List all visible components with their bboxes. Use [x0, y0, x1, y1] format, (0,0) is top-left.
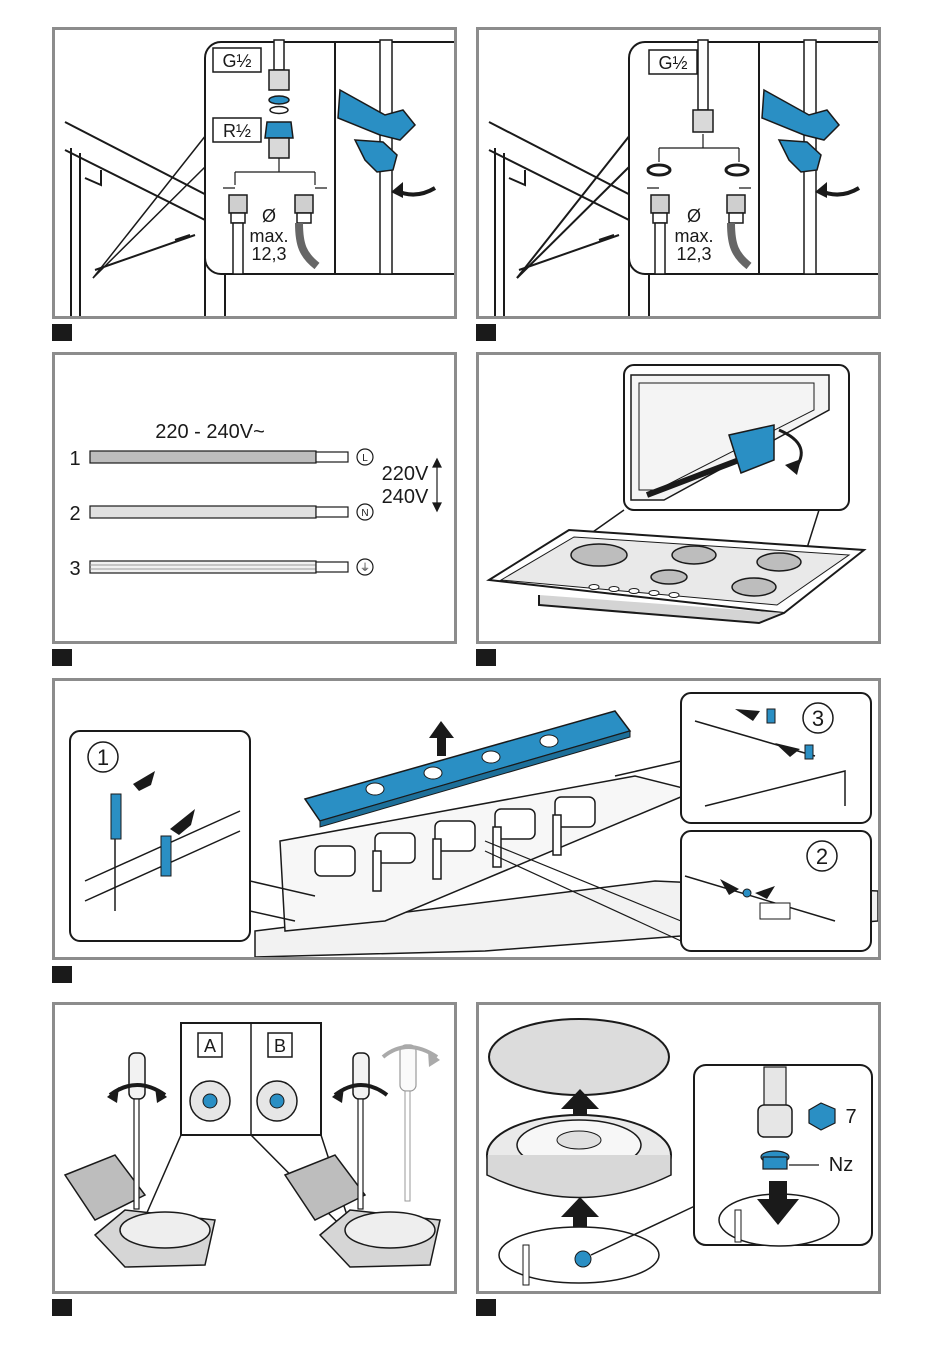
- max-label: max.: [249, 226, 288, 246]
- figure-tag-2: [476, 324, 496, 341]
- wire-3: [90, 561, 316, 573]
- max-value: 12,3: [676, 244, 711, 264]
- wiring-diagram: 220 - 240V~ 1 L 2 N 3 ⏚ 220V 240V: [55, 355, 454, 641]
- label-a: A: [204, 1036, 216, 1056]
- valve-adjustment-illustration: A B: [55, 1005, 454, 1291]
- thread-label-bottom: R½: [223, 121, 251, 141]
- wrench-size-label: 7: [845, 1106, 856, 1128]
- figure-tag-3: [52, 649, 72, 666]
- control-board-illustration: 1 3 2: [55, 681, 878, 957]
- callout-number-1: 1: [97, 745, 109, 770]
- voltage-title: 220 - 240V~: [155, 421, 265, 443]
- thread-label-top: G½: [658, 53, 687, 73]
- gas-connection-illustration-2: G½ Ø max. 12,3: [479, 30, 878, 316]
- lift-arrow-icon: [429, 721, 454, 756]
- callout-number-2: 2: [816, 844, 828, 869]
- voltage-220: 220V: [382, 463, 429, 485]
- label-b: B: [274, 1036, 286, 1056]
- panel-electrical-connection: 220 - 240V~ 1 L 2 N 3 ⏚ 220V 240V: [52, 352, 457, 644]
- nozzle-label: Nz: [829, 1154, 853, 1176]
- wire-number-2: 2: [69, 503, 80, 525]
- max-label: max.: [674, 226, 713, 246]
- terminal-label-1: L: [362, 453, 368, 464]
- burner-nozzle-illustration: 7 Nz: [479, 1005, 878, 1291]
- diameter-symbol: Ø: [262, 206, 276, 226]
- diameter-symbol: Ø: [687, 206, 701, 226]
- terminal-label-2: N: [361, 508, 368, 519]
- callout-number-3: 3: [812, 706, 824, 731]
- max-value: 12,3: [251, 244, 286, 264]
- panel-valve-adjustment: A B: [52, 1002, 457, 1294]
- figure-tag-5: [52, 966, 72, 983]
- voltage-240: 240V: [382, 486, 429, 508]
- panel-control-board-removal: 1 3 2: [52, 678, 881, 960]
- wire-number-1: 1: [69, 448, 80, 470]
- figure-tag-7: [476, 1299, 496, 1316]
- panel-hob-installation: [476, 352, 881, 644]
- panel-gas-connection-2: G½ Ø max. 12,3: [476, 27, 881, 319]
- wire-2: [90, 506, 316, 518]
- ground-symbol-icon: ⏚: [360, 562, 370, 574]
- wire-number-3: 3: [69, 558, 80, 580]
- wire-1: [90, 451, 316, 463]
- figure-tag-1: [52, 324, 72, 341]
- panel-gas-connection-1: G½ R½ Ø max. 12,: [52, 27, 457, 319]
- figure-tag-6: [52, 1299, 72, 1316]
- panel-nozzle-replacement: 7 Nz: [476, 1002, 881, 1294]
- hob-illustration: [479, 355, 878, 641]
- thread-label-top: G½: [222, 51, 251, 71]
- gas-connection-illustration-1: G½ R½ Ø max. 12,: [55, 30, 454, 316]
- screwdriver-icon: [353, 1045, 416, 1209]
- figure-tag-4: [476, 649, 496, 666]
